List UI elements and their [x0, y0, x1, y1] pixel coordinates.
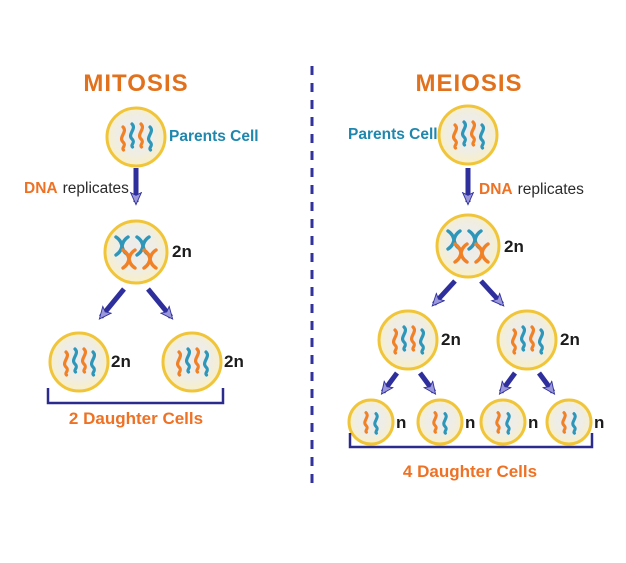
mitosis-daughter-cell-2: [163, 333, 221, 391]
meiosis-daughter-cell-2: [418, 400, 462, 444]
dna-word: DNA: [479, 181, 513, 198]
meiosis-daughter-1-ploidy-label: n: [396, 413, 407, 432]
meiosis-intermediate-cell-1: [379, 311, 437, 369]
mitosis-parent-cell: [107, 108, 165, 166]
mitosis-parent-cell-label: Parents Cell: [169, 128, 259, 145]
meiosis-daughter-3-ploidy-label: n: [528, 413, 539, 432]
meiosis-arrows: [383, 168, 553, 392]
meiosis-replicated-ploidy-label: 2n: [504, 237, 524, 256]
meiosis-caption: 4 Daughter Cells: [402, 462, 538, 481]
meiosis-daughter-4-ploidy-label: n: [594, 413, 605, 432]
meiosis-parent-cell-label: Parents Cell: [348, 126, 438, 143]
meiosis-daughter-cell-3: [481, 400, 525, 444]
mitosis-daughter-2-ploidy-label: 2n: [224, 352, 244, 371]
dna-word: DNA: [24, 180, 58, 197]
meiosis-bracket: [348, 433, 594, 449]
mitosis-title: MITOSIS: [83, 70, 189, 97]
mitosis-arrows: [101, 168, 171, 317]
mitosis-replicated-ploidy-label: 2n: [172, 242, 192, 261]
meiosis-daughter-cell-4: [547, 400, 591, 444]
meiosis-intermediate-2-ploidy-label: 2n: [560, 330, 580, 349]
meiosis-intermediate-cell-2: [498, 311, 556, 369]
meiosis-intermediate-1-ploidy-label: 2n: [441, 330, 461, 349]
mitosis-daughter-cell-1: [50, 333, 108, 391]
mitosis-bracket: [46, 388, 225, 405]
replicates-word: replicates: [62, 180, 129, 197]
meiosis-daughter-2-ploidy-label: n: [465, 413, 476, 432]
meiosis-title: MEIOSIS: [415, 70, 523, 97]
mitosis-daughter-1-ploidy-label: 2n: [111, 352, 131, 371]
mitosis-caption: 2 Daughter Cells: [68, 409, 204, 428]
meiosis-daughter-cell-1: [349, 400, 393, 444]
meiosis-replicated-cell: [437, 215, 499, 277]
mitosis-replicated-cell: [105, 221, 167, 283]
meiosis-parent-cell: [439, 106, 497, 164]
replicates-word: replicates: [517, 181, 584, 198]
